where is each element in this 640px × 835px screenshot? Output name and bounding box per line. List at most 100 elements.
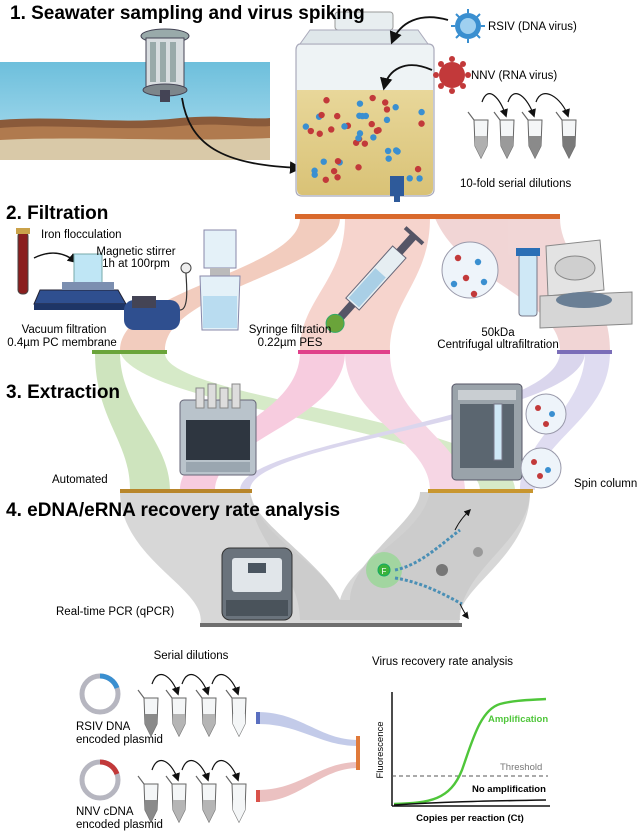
rsiv-particle bbox=[370, 134, 377, 141]
amplification-label: Amplification bbox=[488, 714, 548, 725]
dilution-tube bbox=[195, 775, 217, 824]
plot-xlabel: Copies per reaction (Ct) bbox=[416, 813, 524, 824]
nnv-arrow bbox=[380, 64, 433, 91]
nnv-particle bbox=[355, 164, 362, 171]
dilution-arrow bbox=[181, 759, 210, 782]
water-sampler-icon bbox=[140, 28, 190, 102]
centrifuge-icon bbox=[539, 239, 633, 329]
bar-ultra bbox=[557, 350, 612, 354]
nnv-label: NNV (RNA virus) bbox=[471, 70, 557, 82]
section-3-title: 3. Extraction bbox=[6, 382, 120, 403]
vacuum-label-2: 0.4µm PC membrane bbox=[7, 337, 117, 349]
nnv-plasmid-icon bbox=[79, 759, 121, 801]
dilution-tube bbox=[467, 111, 489, 160]
virus-particles bbox=[302, 94, 425, 183]
rsiv-particle bbox=[320, 158, 327, 165]
nnv-particle bbox=[318, 111, 325, 119]
ribbon-green-gold2 bbox=[120, 352, 515, 490]
syringe-icon bbox=[325, 226, 425, 333]
plot-ylabel: Fluorescence bbox=[375, 721, 386, 778]
dilution-tube bbox=[225, 775, 247, 824]
rsiv-arrow bbox=[389, 16, 449, 45]
spiked-seawater-container-icon bbox=[295, 11, 435, 202]
section-1-title: 1. Seawater sampling and virus spiking bbox=[10, 3, 365, 24]
vacuum-filter-icon bbox=[199, 229, 241, 331]
nnv-particle bbox=[543, 421, 549, 427]
rsiv-particle bbox=[392, 147, 400, 154]
nnv-particle bbox=[368, 120, 375, 128]
nnv-particle bbox=[383, 106, 391, 113]
rsiv-label: RSIV (DNA virus) bbox=[488, 21, 577, 33]
rsiv-particle bbox=[474, 258, 482, 266]
dilution-tube bbox=[555, 111, 577, 160]
nnv-plasmid-label-1: NNV cDNA bbox=[76, 806, 134, 818]
virus-lysis-circle-icon bbox=[520, 393, 567, 489]
nnv-particle bbox=[334, 157, 342, 165]
dilution-arrow bbox=[211, 673, 240, 696]
rsiv-particle bbox=[311, 171, 318, 178]
dilution-tube bbox=[493, 111, 515, 160]
dilution-tubes-top bbox=[467, 93, 577, 160]
nnv-particle bbox=[328, 126, 335, 133]
nnv-particle bbox=[369, 94, 376, 102]
dilution-arrow bbox=[507, 93, 536, 118]
rsiv-particle bbox=[356, 100, 364, 107]
dilution-tube bbox=[137, 775, 159, 824]
vacuum-label-1: Vacuum filtration bbox=[22, 324, 107, 336]
magnetic-stirrer-icon bbox=[33, 253, 127, 310]
nnv-particle bbox=[322, 176, 329, 183]
rsiv-particle bbox=[549, 411, 555, 417]
rsiv-plasmid-icon bbox=[79, 673, 121, 715]
nnv-particle bbox=[323, 97, 330, 104]
dilution-arrow bbox=[151, 673, 180, 696]
syringe-label-2: 0.22µm PES bbox=[258, 337, 323, 349]
no-amplification-label: No amplification bbox=[472, 784, 546, 795]
iron-arrow bbox=[33, 252, 78, 264]
plasmid-ribbons bbox=[256, 712, 360, 802]
amplification-curve bbox=[393, 697, 547, 806]
nnv-particle bbox=[330, 167, 338, 175]
rsiv-particle bbox=[302, 123, 310, 130]
bar-automated bbox=[120, 489, 252, 493]
syringe-label-1: Syringe filtration bbox=[249, 324, 331, 336]
rsiv-particle bbox=[383, 116, 391, 124]
nnv-particle bbox=[535, 405, 541, 411]
taqman-probe-icon bbox=[366, 509, 483, 620]
threshold-label: Threshold bbox=[500, 762, 542, 773]
iron-tube-icon bbox=[16, 228, 30, 295]
rsiv-plasmid-label-2: encoded plasmid bbox=[76, 734, 163, 746]
nnv-particle bbox=[418, 120, 425, 127]
dilution-arrow bbox=[151, 759, 180, 782]
stirrer-label-2: 1h at 100rpm bbox=[102, 258, 170, 270]
qpcr-label: Real-time PCR (qPCR) bbox=[56, 606, 174, 618]
rate-analysis-title: Virus recovery rate analysis bbox=[372, 656, 513, 668]
nnv-particle bbox=[537, 473, 543, 479]
bar-syringe bbox=[298, 350, 390, 354]
vacuum-pump-icon bbox=[124, 262, 192, 330]
dilution-tubes-bottom bbox=[137, 673, 247, 824]
nnv-particle bbox=[334, 112, 341, 120]
rsiv-virus-icon bbox=[451, 9, 485, 43]
ribbon-green-gold bbox=[95, 352, 170, 490]
centrifuge-tube-icon bbox=[516, 248, 540, 317]
rsiv-particle bbox=[355, 134, 362, 142]
dilution-tube bbox=[195, 689, 217, 738]
automated-extractor-icon bbox=[179, 383, 257, 476]
nnv-particle bbox=[462, 274, 470, 282]
section-2-title: 2. Filtration bbox=[6, 203, 108, 224]
nnv-particle bbox=[414, 165, 422, 173]
nnv-particle bbox=[531, 459, 537, 465]
nnv-particle bbox=[470, 290, 478, 298]
nnv-particle bbox=[307, 127, 315, 135]
rsiv-particle bbox=[356, 130, 364, 137]
dilution-tube bbox=[165, 775, 187, 824]
dilution-arrow bbox=[535, 93, 570, 118]
nnv-particle bbox=[361, 140, 369, 147]
dilution-arrow bbox=[211, 759, 240, 782]
nnv-particle bbox=[334, 174, 341, 181]
rsiv-plasmid-label-1: RSIV DNA bbox=[76, 721, 131, 733]
bar-qpcr bbox=[200, 623, 462, 627]
dilution-tube bbox=[165, 689, 187, 738]
ribbon-pink-gold2 bbox=[345, 352, 465, 490]
